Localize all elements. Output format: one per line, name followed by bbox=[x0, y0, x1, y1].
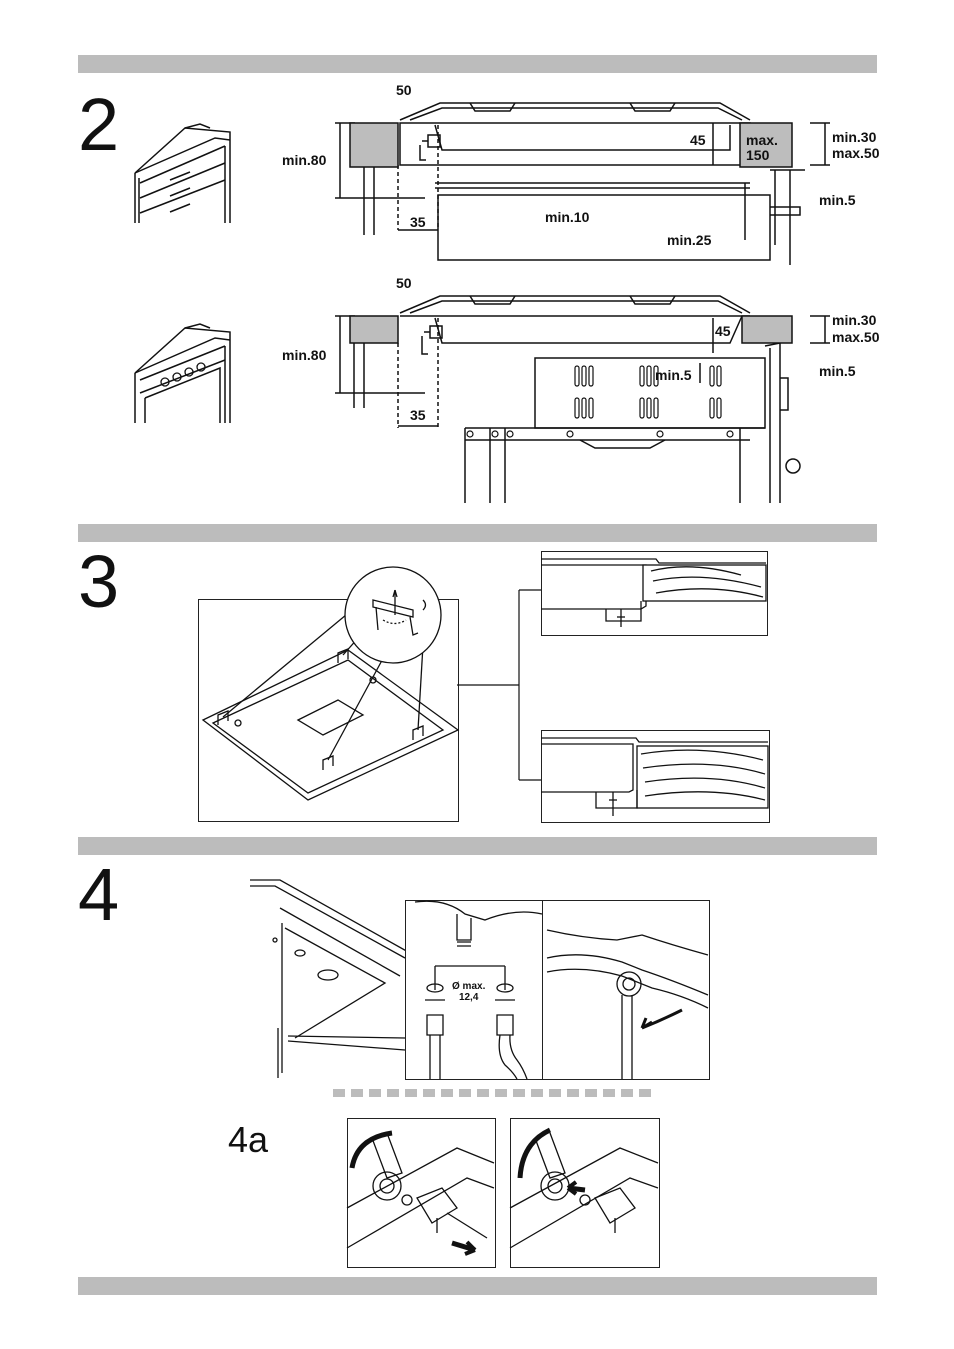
dimension-max50-b: max.50 bbox=[832, 329, 880, 345]
hob-corner-illustration bbox=[250, 879, 411, 1078]
max150-line1: max. bbox=[746, 132, 778, 148]
dimension-45-a: 45 bbox=[690, 132, 706, 148]
dimension-min30-a: min.30 bbox=[832, 129, 877, 145]
wrench-loosen-illustration-right bbox=[509, 1127, 659, 1249]
hob-underside-illustration bbox=[201, 566, 460, 801]
diameter-line2: 12,4 bbox=[458, 991, 479, 1003]
step-number-3: 3 bbox=[78, 540, 120, 623]
step-number-4a: 4a bbox=[228, 1119, 269, 1160]
cabinet-oven-illustration bbox=[134, 323, 231, 423]
diameter-line1: Ø max. bbox=[452, 981, 486, 992]
cabinet-drawers-illustration bbox=[134, 123, 231, 223]
hob-section-drawer-diagram bbox=[335, 102, 830, 265]
dimension-max150: max. 150 bbox=[746, 133, 778, 162]
dimension-min80-a: min.80 bbox=[282, 152, 327, 168]
wrench-tighten-frame bbox=[542, 900, 710, 1080]
dimension-min80-b: min.80 bbox=[282, 347, 327, 363]
fig3-connector-lines bbox=[457, 589, 542, 781]
dimension-50-a: 50 bbox=[396, 82, 412, 98]
dimension-min5-a: min.5 bbox=[819, 192, 856, 208]
max150-line2: 150 bbox=[746, 146, 770, 163]
wrench-loosen-illustration-left bbox=[346, 1130, 495, 1256]
separator-dashes bbox=[333, 1089, 673, 1097]
step-number-2: 2 bbox=[78, 83, 120, 166]
dimension-max50-a: max.50 bbox=[832, 145, 880, 161]
wrench-tighten-illustration bbox=[546, 929, 709, 1079]
section-bar-4 bbox=[78, 837, 877, 855]
dimension-min10: min.10 bbox=[545, 209, 590, 225]
section-bar-bottom bbox=[78, 1277, 877, 1295]
dimension-min5-b-mid: min.5 bbox=[655, 367, 692, 383]
dimension-35-a: 35 bbox=[410, 214, 426, 230]
section-bar-top bbox=[78, 55, 877, 73]
dimension-45-b: 45 bbox=[715, 323, 731, 339]
gas-fittings-illustration bbox=[414, 900, 543, 1080]
dimension-50-b: 50 bbox=[396, 275, 412, 291]
hob-section-oven-diagram bbox=[335, 295, 830, 503]
clamp-detail-top bbox=[541, 558, 767, 627]
diameter-label: Ø max. 12,4 bbox=[452, 981, 486, 1003]
clamp-detail-bottom bbox=[541, 737, 769, 816]
dimension-35-b: 35 bbox=[410, 407, 426, 423]
wrench-loosen-frame-left bbox=[347, 1118, 496, 1268]
dimension-min30-b: min.30 bbox=[832, 312, 877, 328]
dimension-min5-b-right: min.5 bbox=[819, 363, 856, 379]
section-bar-3 bbox=[78, 524, 877, 542]
step-number-4: 4 bbox=[78, 853, 120, 936]
dimension-min25: min.25 bbox=[667, 232, 712, 248]
